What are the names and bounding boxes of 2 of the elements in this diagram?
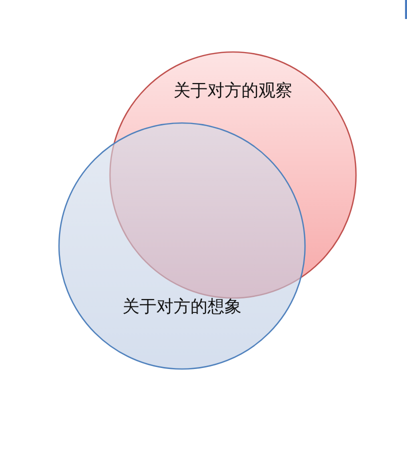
circle-label: 关于对方的观察 xyxy=(174,80,292,102)
circle-label: 关于对方的想象 xyxy=(122,296,242,318)
